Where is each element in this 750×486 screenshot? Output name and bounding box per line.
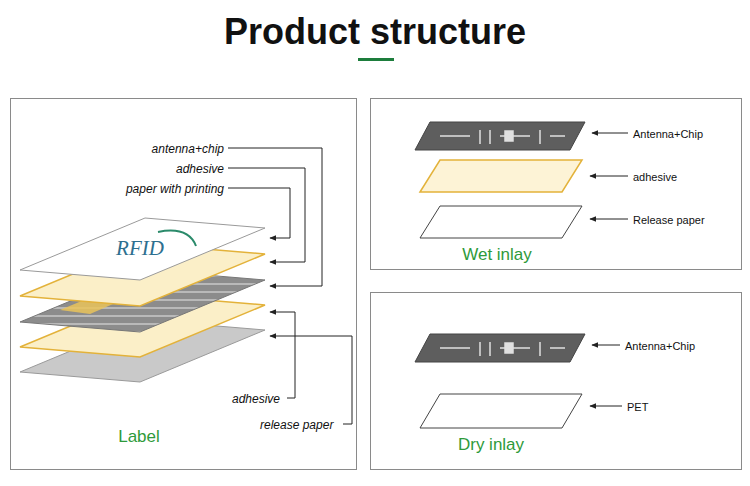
title: Product structure [224, 11, 526, 52]
logo-text: RFID [116, 236, 164, 260]
panel-title: Dry inlay [458, 435, 524, 454]
part-label: Antenna+Chip [625, 340, 695, 352]
part-label: PET [627, 401, 648, 413]
label-layers [20, 218, 265, 382]
panel: Wet inlay [370, 98, 742, 270]
part-label: paper with printing [126, 182, 224, 196]
panel: Dry inlay [370, 292, 742, 470]
leader-lines [228, 148, 352, 424]
part-label: release paper [260, 418, 333, 432]
part-label: antenna+chip [152, 142, 224, 156]
panel-title: Wet inlay [462, 245, 532, 264]
part-label: adhesive [176, 162, 224, 176]
part-label: adhesive [633, 171, 677, 183]
wet-inlay-layers [415, 122, 585, 238]
title-underline [358, 58, 394, 61]
part-label: Antenna+Chip [633, 128, 703, 140]
part-label: adhesive [232, 392, 280, 406]
part-label: Release paper [633, 214, 705, 226]
dry-inlay-layers [415, 334, 585, 428]
panel-title: Label [118, 427, 160, 446]
